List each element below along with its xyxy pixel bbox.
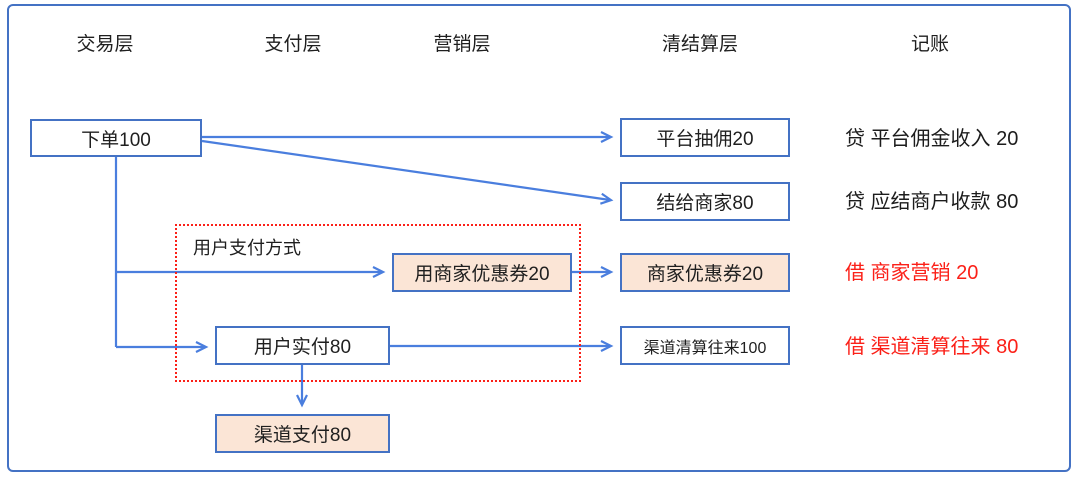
node-merchant-coupon-20[interactable]: 商家优惠券20: [620, 253, 790, 292]
ledger-credit-merchant-receivable: 贷 应结商户收款 80: [845, 191, 1019, 213]
column-header-marketing-layer: 营销层: [433, 34, 491, 55]
ledger-debit-channel-clearing: 借 渠道清算往来 80: [845, 336, 1019, 358]
user-payment-method-label: 用户支付方式: [193, 238, 301, 258]
column-header-bookkeeping: 记账: [910, 34, 950, 55]
node-channel-pay-80[interactable]: 渠道支付80: [215, 414, 390, 453]
diagram-frame: [7, 4, 1071, 472]
node-order-100[interactable]: 下单100: [30, 119, 202, 157]
node-settle-to-merchant-80[interactable]: 结给商家80: [620, 182, 790, 221]
ledger-debit-merchant-marketing: 借 商家营销 20: [845, 262, 979, 284]
column-header-payment-layer: 支付层: [264, 34, 322, 55]
user-payment-method-group: 用户支付方式: [175, 224, 581, 382]
node-platform-commission-20[interactable]: 平台抽佣20: [620, 118, 790, 157]
node-user-actual-pay-80[interactable]: 用户实付80: [215, 326, 390, 365]
ledger-credit-platform-commission: 贷 平台佣金收入 20: [845, 128, 1019, 150]
node-channel-clearing-100[interactable]: 渠道清算往来100: [620, 326, 790, 365]
column-header-transaction-layer: 交易层: [76, 34, 134, 55]
node-use-merchant-coupon-20[interactable]: 用商家优惠券20: [392, 253, 572, 292]
column-header-clearing-layer: 清结算层: [661, 34, 739, 55]
